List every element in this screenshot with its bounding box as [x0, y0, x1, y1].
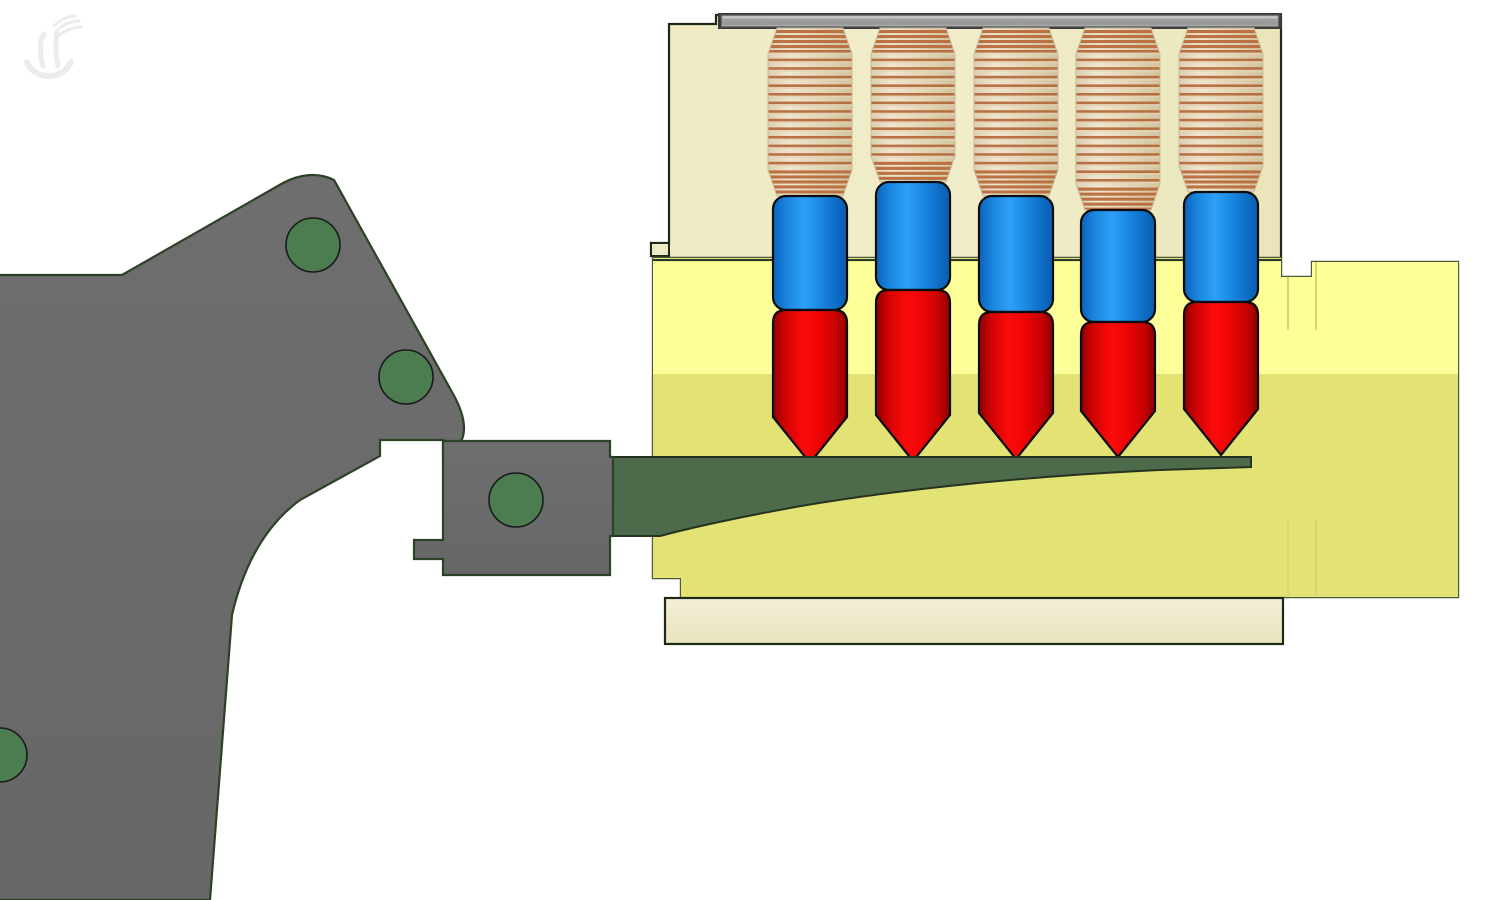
key-pin-3 [977, 310, 1055, 461]
watermark-stroke-right [53, 29, 61, 69]
spring-coils-5 [1179, 30, 1263, 189]
pin-stack-4-group [1075, 27, 1161, 459]
handle-hole-1 [285, 217, 341, 273]
key-pin-5 [1182, 300, 1260, 457]
watermark-spark-2 [54, 19, 81, 33]
plug-upper-band [653, 258, 1458, 374]
spring-5 [1178, 27, 1264, 193]
pin-stack-1-group [767, 27, 853, 465]
watermark-smile-arc [24, 59, 74, 79]
pin-stacks-group [767, 27, 1264, 465]
driver-pin-2 [874, 180, 952, 292]
driver-pin-5 [1182, 190, 1260, 304]
spring-coils-4 [1076, 30, 1160, 210]
pick-handle-body[interactable] [0, 173, 465, 900]
watermark-spark-3 [56, 25, 83, 38]
key-pin-1 [771, 308, 849, 465]
smiley-watermark-logo [24, 14, 83, 79]
driver-pin-4 [1079, 208, 1157, 324]
cap-plate-highlight [723, 16, 1277, 19]
handle-hole-4 [0, 727, 28, 783]
pick-handle-group[interactable] [0, 173, 615, 900]
pin-stack-5-group [1178, 27, 1264, 457]
pick-blade-group[interactable] [599, 456, 1252, 537]
spring-4 [1075, 27, 1161, 211]
key-pin-4 [1079, 320, 1157, 459]
spring-2 [870, 27, 956, 183]
key-pin-2 [874, 288, 952, 463]
spring-coils-2 [871, 30, 955, 180]
watermark-stroke-left [38, 31, 47, 69]
lower-housing-strip [663, 596, 1285, 646]
driver-pin-3 [977, 194, 1055, 314]
pick-blade[interactable] [599, 456, 1252, 537]
handle-hole-3 [488, 472, 544, 528]
handle-hole-2 [378, 349, 434, 405]
spring-3 [973, 27, 1059, 197]
pin-stack-3-group [973, 27, 1059, 461]
spring-coils-1 [768, 30, 852, 194]
watermark-spark-1 [52, 14, 78, 28]
top-cap-plate-group [718, 13, 1282, 29]
upper-housing-left-step [650, 242, 670, 257]
pin-stack-2-group [870, 27, 956, 463]
driver-pin-1 [771, 194, 849, 312]
lower-housing-strip-group [663, 596, 1285, 646]
spring-1 [767, 27, 853, 197]
spring-coils-3 [974, 30, 1058, 194]
plug-group [651, 256, 1460, 599]
